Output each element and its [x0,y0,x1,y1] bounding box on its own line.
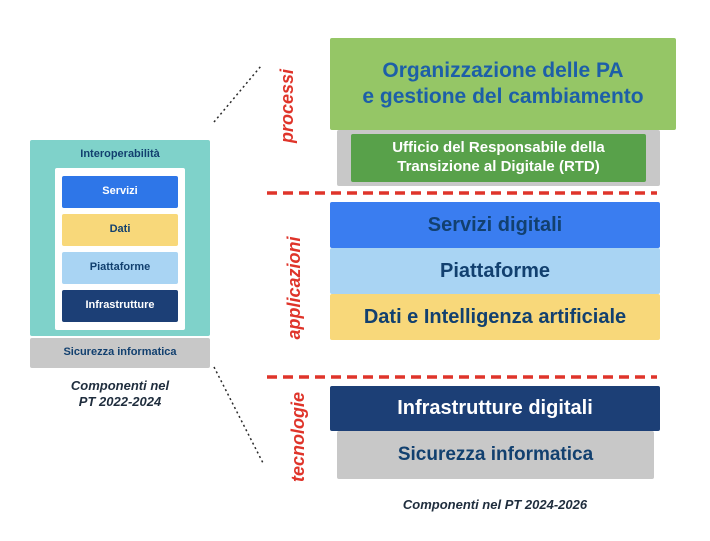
mini-layer-label: Infrastrutture [85,299,155,312]
mini-layer-servizi: Servizi [62,176,178,208]
caption-line: Componenti nel PT 2024-2026 [402,497,588,512]
servizi-digitali-box: Servizi digitali [330,202,660,248]
sicurezza-informatica-label: Sicurezza informatica [397,444,594,466]
sicurezza-informatica-box: Sicurezza informatica [337,431,654,479]
caption-line: PT 2022-2024 [78,394,162,410]
dati-ia-label: Dati e Intelligenza artificiale [363,305,627,328]
connector-line-top [213,65,262,123]
mini-layer-infrastrutture: Infrastrutture [62,290,178,322]
left-diagram-caption: Componenti nel PT 2022-2024 [20,378,220,411]
mini-layer-label: Piattaforme [89,261,151,274]
rtd-line: Ufficio del Responsabile della [392,139,605,157]
organizzazione-pa-line: e gestione del cambiamento [362,85,644,108]
dati-ia-box: Dati e Intelligenza artificiale [330,294,660,340]
rtd-line: Transizione al Digitale (RTD) [397,158,600,175]
mini-security-label: Sicurezza informatica [63,346,177,359]
side-label-processi: processi [277,68,297,144]
infrastrutture-digitali-box: Infrastrutture digitali [330,386,660,431]
piattaforme-box: Piattaforme [330,248,660,294]
interoperability-label: Interoperabilità [80,148,160,160]
right-diagram-caption: Componenti nel PT 2024-2026 [330,497,660,513]
side-label-applicazioni: applicazioni [284,236,304,340]
mini-security-bar: Sicurezza informatica [30,338,210,368]
mini-layer-label: Dati [109,223,131,236]
mini-layer-piattaforme: Piattaforme [62,252,178,284]
mini-layer-dati: Dati [62,214,178,246]
infrastrutture-digitali-label: Infrastrutture digitali [397,397,593,419]
caption-line: Componenti nel [70,378,170,393]
organizzazione-pa-line: Organizzazione delle PA [382,58,624,82]
organizzazione-pa-box: Organizzazione delle PA e gestione del c… [330,38,676,130]
mini-layer-label: Servizi [102,185,138,198]
servizi-digitali-label: Servizi digitali [427,213,563,236]
connector-line-bottom [213,366,264,464]
side-label-tecnologie: tecnologie [288,392,308,483]
piattaforme-label: Piattaforme [439,259,551,282]
rtd-box: Ufficio del Responsabile della Transizio… [351,134,646,182]
